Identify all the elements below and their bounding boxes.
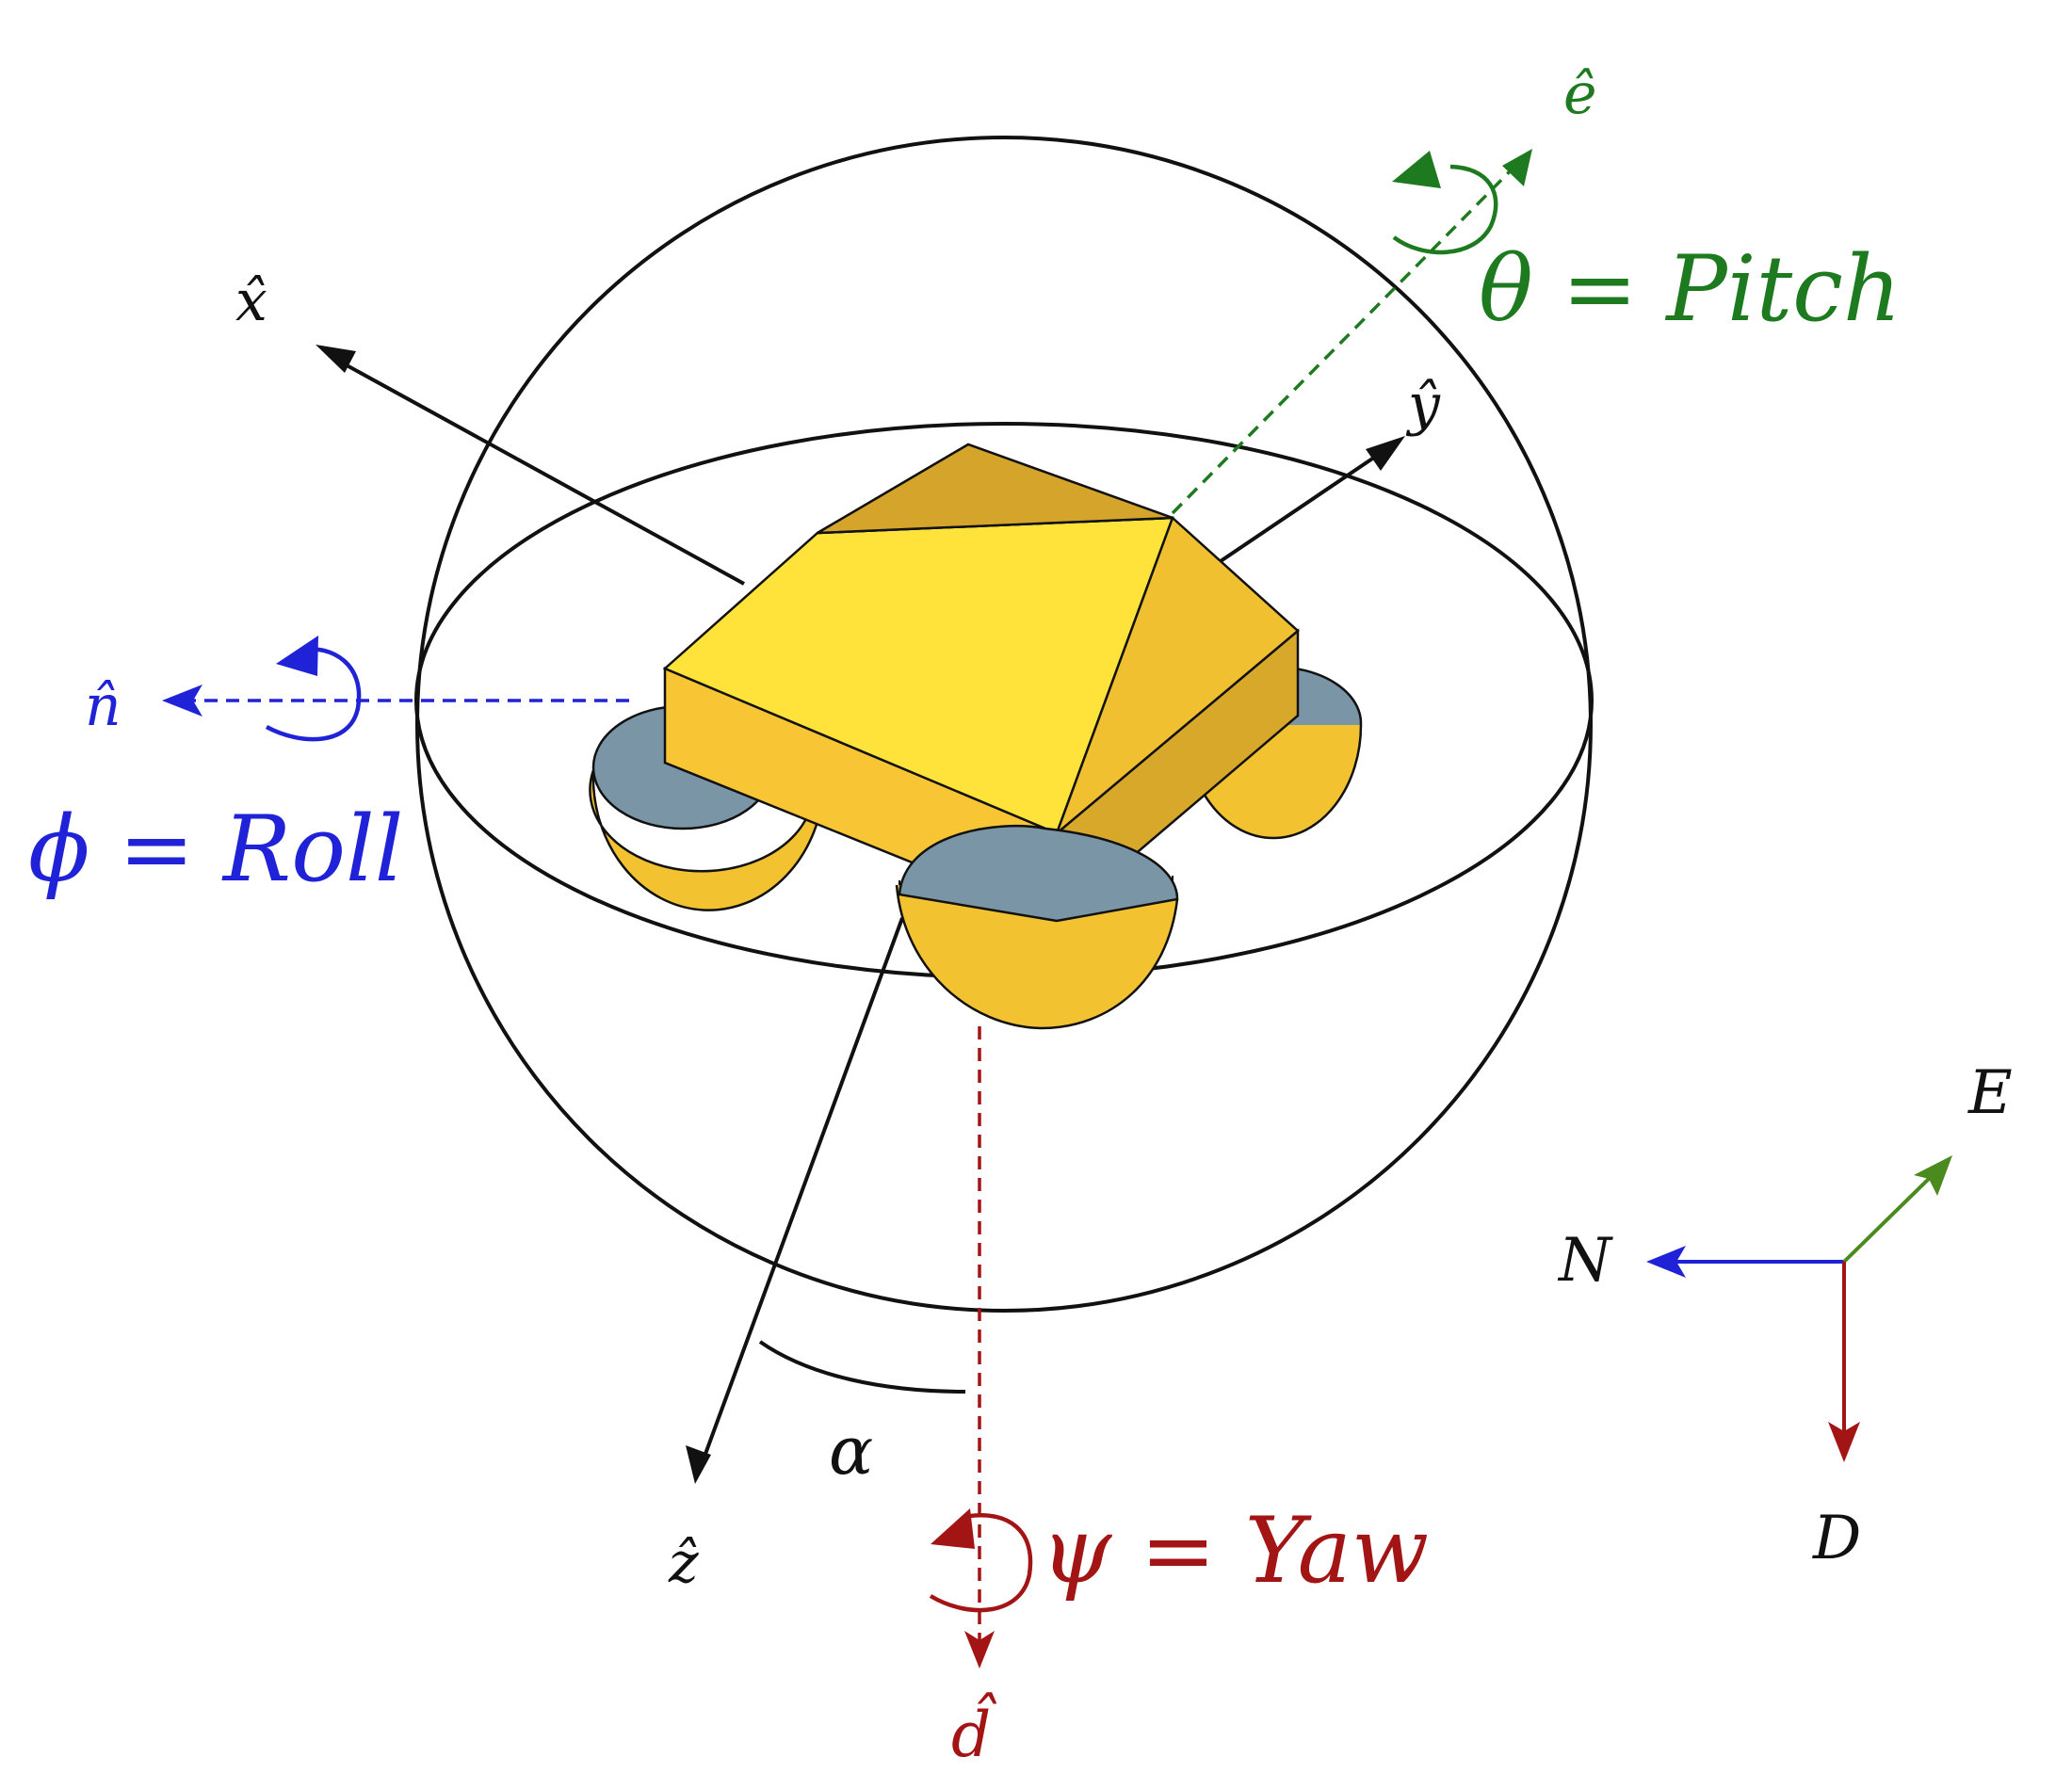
e-axis: [1171, 149, 1532, 515]
d-hat-label: d̂: [951, 1694, 997, 1771]
d-axis: [964, 1026, 995, 1668]
ned-compass: [1646, 1155, 1952, 1462]
alpha-arc: [758, 1340, 966, 1394]
x-axis: [316, 345, 745, 586]
n-hat-label: n̂: [85, 673, 121, 739]
foot-front: [895, 824, 1179, 1030]
n-axis: [162, 685, 629, 717]
yaw-label: ψ = Yaw: [1041, 1498, 1429, 1604]
e-hat-label: ê: [1563, 61, 1597, 127]
x-hat-label: x̂: [235, 268, 267, 334]
compass-down-label: D: [1812, 1504, 1861, 1573]
compass-east-label: E: [1967, 1058, 2013, 1128]
alpha-label: α: [829, 1412, 873, 1490]
pitch-rotation-icon: [1392, 151, 1498, 255]
roll-label: ϕ = Roll: [28, 797, 403, 902]
z-axis: [686, 917, 904, 1484]
roll-rotation-icon: [265, 636, 362, 742]
z-hat-label: ẑ: [668, 1530, 699, 1596]
compass-north-label: N: [1557, 1226, 1613, 1296]
y-axis: [1213, 436, 1405, 567]
y-hat-label: ŷ: [1405, 372, 1441, 438]
vehicle-body: [662, 443, 1300, 924]
yaw-rotation-icon: [929, 1508, 1033, 1613]
pitch-label: θ = Pitch: [1479, 236, 1902, 342]
